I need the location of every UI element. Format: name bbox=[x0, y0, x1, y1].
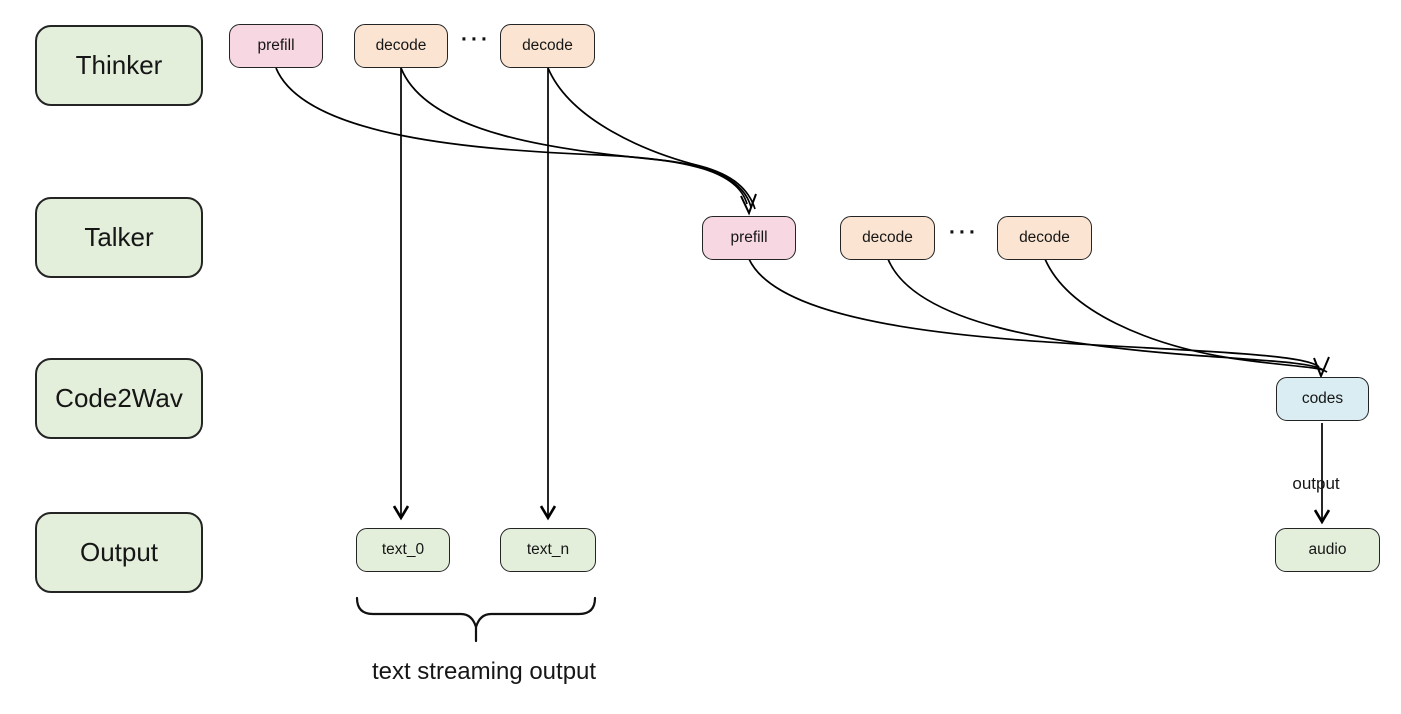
text0-node: text_0 bbox=[356, 528, 450, 572]
brace-text-streaming bbox=[355, 596, 597, 643]
arrow-talker-decode1-to-codes bbox=[887, 258, 1324, 371]
brace-caption: text streaming output bbox=[371, 658, 597, 685]
arrow-thinker-decode2-to-talker-prefill bbox=[547, 67, 756, 210]
arrow-talker-prefill-to-codes bbox=[748, 258, 1320, 368]
arrow-talker-decode2-to-codes bbox=[1044, 258, 1328, 373]
talker-prefill-node: prefill bbox=[702, 216, 796, 260]
talker-decode2-node: decode bbox=[997, 216, 1092, 260]
arrowhead-into-talker-prefill bbox=[740, 193, 757, 216]
audio-node: audio bbox=[1275, 528, 1380, 572]
thinker-prefill-node: prefill bbox=[229, 24, 323, 68]
thinker-decode1-node: decode bbox=[354, 24, 448, 68]
talker-decode1-node: decode bbox=[840, 216, 935, 260]
thinker-ellipsis: ··· bbox=[461, 28, 491, 51]
codes-node: codes bbox=[1276, 377, 1369, 421]
lane-talker: Talker bbox=[35, 197, 203, 278]
thinker-decode2-node: decode bbox=[500, 24, 595, 68]
talker-ellipsis: ··· bbox=[949, 221, 979, 244]
arrow-thinker-prefill-to-talker-prefill bbox=[275, 67, 748, 205]
textn-node: text_n bbox=[500, 528, 596, 572]
arrowhead-into-codes bbox=[1313, 356, 1330, 379]
lane-code2wav: Code2Wav bbox=[35, 358, 203, 439]
lane-thinker: Thinker bbox=[35, 25, 203, 106]
output-arrow-label: output bbox=[1292, 474, 1340, 493]
arrow-thinker-decode1-to-talker-prefill bbox=[400, 67, 752, 208]
lane-output: Output bbox=[35, 512, 203, 593]
